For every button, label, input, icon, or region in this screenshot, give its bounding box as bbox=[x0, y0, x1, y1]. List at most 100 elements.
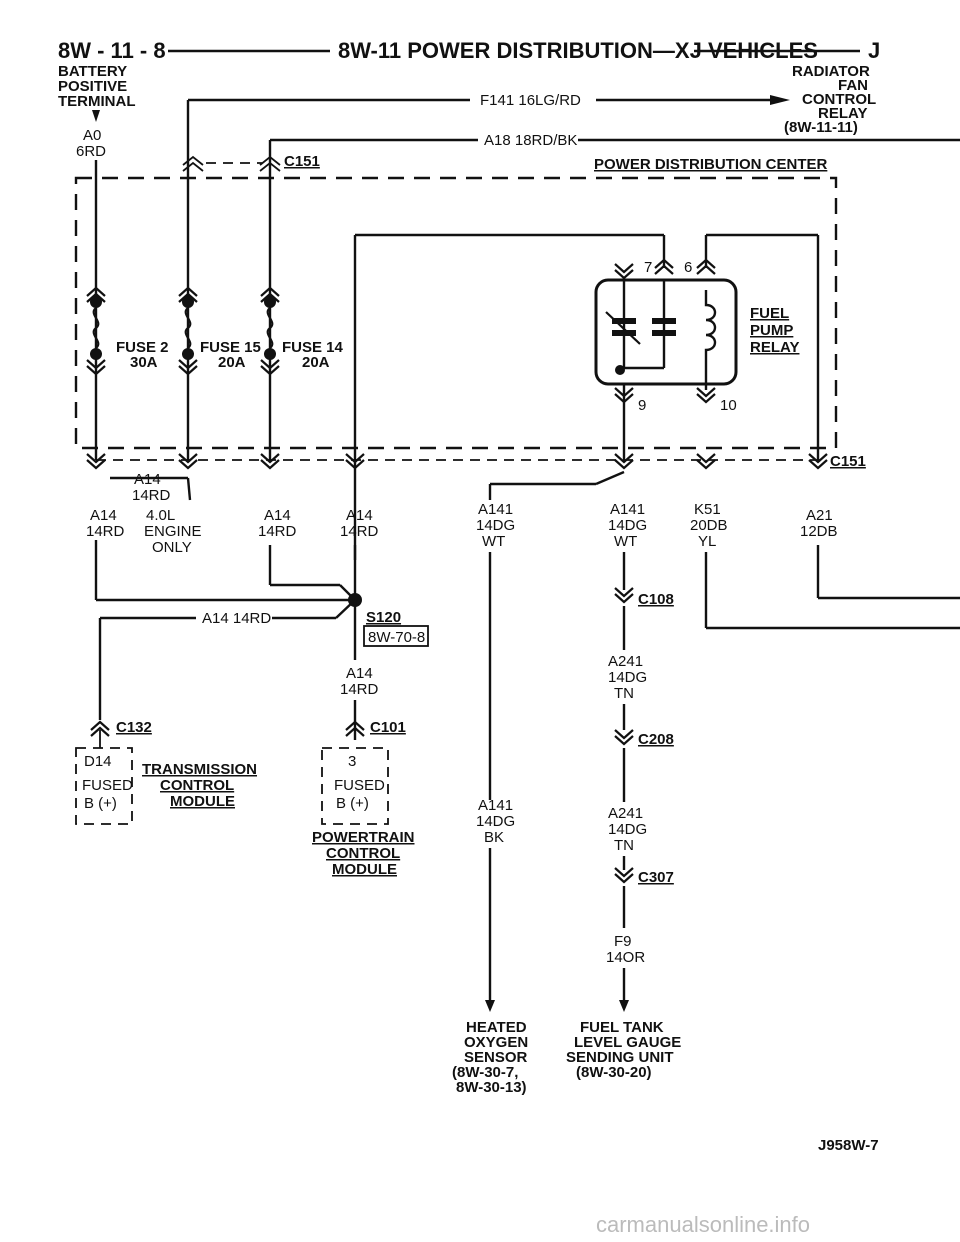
wl-7-c: A21 bbox=[806, 507, 833, 524]
battery-circuit: A0 bbox=[83, 127, 101, 144]
engine-label-1: 4.0L bbox=[146, 507, 175, 524]
o2-label-4: (8W-30-7, bbox=[452, 1064, 518, 1081]
wl-11-x: TN bbox=[614, 837, 634, 854]
tcm-connector-box bbox=[75, 747, 133, 825]
wl-6-w: 20DB bbox=[690, 517, 728, 534]
wire-f141-label: F141 16LG/RD bbox=[480, 92, 581, 109]
fuse-15-name: FUSE 15 bbox=[200, 339, 261, 356]
fuel-gauge-label-2: LEVEL GAUGE bbox=[574, 1034, 681, 1051]
c307-label: C307 bbox=[638, 869, 674, 886]
radiator-label-1: RADIATOR bbox=[792, 63, 870, 80]
engine-label-3: ONLY bbox=[152, 539, 192, 556]
page-ref: 8W - 11 - 8 bbox=[58, 38, 166, 63]
pdc-title: POWER DISTRIBUTION CENTER bbox=[594, 156, 828, 173]
fuel-gauge-label-1: FUEL TANK bbox=[580, 1019, 664, 1036]
wl-4-w: 14DG bbox=[476, 517, 515, 534]
fuse-15-rating: 20A bbox=[218, 354, 246, 371]
jumper-wire: 14RD bbox=[132, 487, 171, 504]
fuse-14-icon bbox=[262, 294, 278, 362]
watermark: carmanualsonline.info bbox=[596, 1212, 810, 1237]
c101-label: C101 bbox=[370, 719, 406, 736]
tcm-pin: D14 bbox=[84, 753, 112, 770]
o2-label-5: 8W-30-13) bbox=[456, 1079, 527, 1096]
wire-a18-label: A18 18RD/BK bbox=[484, 132, 577, 149]
power-distribution-center-box bbox=[74, 176, 838, 450]
relay-label-1: FUEL bbox=[750, 305, 789, 322]
wl-11-c: A241 bbox=[608, 805, 643, 822]
tcm-fused: FUSED bbox=[82, 777, 133, 794]
engine-label-2: ENGINE bbox=[144, 523, 202, 540]
relay-label-3: RELAY bbox=[750, 339, 799, 356]
fuse-2-name: FUSE 2 bbox=[116, 339, 169, 356]
wl-2-c: A14 bbox=[264, 507, 291, 524]
wl-7-w: 12DB bbox=[800, 523, 838, 540]
wl-12-c: F9 bbox=[614, 933, 632, 950]
wl-12-w: 14OR bbox=[606, 949, 645, 966]
c108-label: C108 bbox=[638, 591, 674, 608]
wl-8-w: 14RD bbox=[340, 681, 379, 698]
radiator-ref: (8W-11-11) bbox=[784, 119, 858, 136]
c208-label: C208 bbox=[638, 731, 674, 748]
wire-a14-s120-label: A14 14RD bbox=[202, 610, 271, 627]
pcm-label-2: CONTROL bbox=[326, 845, 400, 862]
pcm-label-1: POWERTRAIN bbox=[312, 829, 415, 846]
tcm-b: B (+) bbox=[84, 795, 117, 812]
pcm-b: B (+) bbox=[336, 795, 369, 812]
wl-10-w: 14DG bbox=[476, 813, 515, 830]
fuel-gauge-arrow-icon bbox=[619, 1000, 629, 1012]
figure-code: J958W-7 bbox=[818, 1137, 879, 1154]
wl-1-c: A14 bbox=[90, 507, 117, 524]
relay-pin-6: 6 bbox=[684, 259, 692, 276]
jumper-circuit: A14 bbox=[134, 471, 161, 488]
battery-wire: 6RD bbox=[76, 143, 106, 160]
relay-label-2: PUMP bbox=[750, 322, 793, 339]
tcm-label-2: CONTROL bbox=[160, 777, 234, 794]
battery-label-2: POSITIVE bbox=[58, 78, 127, 95]
wl-4-x: WT bbox=[482, 533, 505, 550]
wl-9-c: A241 bbox=[608, 653, 643, 670]
wl-2-w: 14RD bbox=[258, 523, 297, 540]
battery-label-1: BATTERY bbox=[58, 63, 127, 80]
relay-pin-10: 10 bbox=[720, 397, 737, 414]
s120-label: S120 bbox=[366, 609, 401, 626]
fuse-2-rating: 30A bbox=[130, 354, 158, 371]
relay-pin-9: 9 bbox=[638, 397, 646, 414]
radiator-label-3: CONTROL bbox=[802, 91, 876, 108]
relay-pin-7: 7 bbox=[644, 259, 652, 276]
pcm-label-3: MODULE bbox=[332, 861, 397, 878]
fuel-gauge-label-4: (8W-30-20) bbox=[576, 1064, 652, 1081]
wl-9-x: TN bbox=[614, 685, 634, 702]
radiator-label-4: RELAY bbox=[818, 105, 867, 122]
o2-label-1: HEATED bbox=[466, 1019, 527, 1036]
wl-4-c: A141 bbox=[478, 501, 513, 518]
tcm-label-3: MODULE bbox=[170, 793, 235, 810]
wl-9-w: 14DG bbox=[608, 669, 647, 686]
wl-5-w: 14DG bbox=[608, 517, 647, 534]
wl-11-w: 14DG bbox=[608, 821, 647, 838]
c151-top-label: C151 bbox=[284, 153, 320, 170]
wl-10-c: A141 bbox=[478, 797, 513, 814]
o2-label-2: OXYGEN bbox=[464, 1034, 528, 1051]
pcm-pin: 3 bbox=[348, 753, 356, 770]
fuse-14-rating: 20A bbox=[302, 354, 330, 371]
fuse-14-name: FUSE 14 bbox=[282, 339, 344, 356]
fuel-pump-relay-box bbox=[594, 278, 738, 386]
wl-5-c: A141 bbox=[610, 501, 645, 518]
arrow-right-icon bbox=[770, 95, 790, 105]
wl-6-x: YL bbox=[698, 533, 716, 550]
wl-8-c: A14 bbox=[346, 665, 373, 682]
wl-6-c: K51 bbox=[694, 501, 721, 518]
battery-label-3: TERMINAL bbox=[58, 93, 136, 110]
pcm-fused: FUSED bbox=[334, 777, 385, 794]
o2-arrow-icon bbox=[485, 1000, 495, 1012]
fuel-gauge-label-3: SENDING UNIT bbox=[566, 1049, 674, 1066]
s120-ref: 8W-70-8 bbox=[368, 629, 425, 646]
section-letter: J bbox=[868, 38, 880, 63]
c132-label: C132 bbox=[116, 719, 152, 736]
pcm-connector-box bbox=[321, 747, 389, 825]
battery-arrow-icon bbox=[92, 110, 100, 122]
radiator-label-2: FAN bbox=[838, 77, 868, 94]
c151-right-label: C151 bbox=[830, 453, 866, 470]
wl-5-x: WT bbox=[614, 533, 637, 550]
